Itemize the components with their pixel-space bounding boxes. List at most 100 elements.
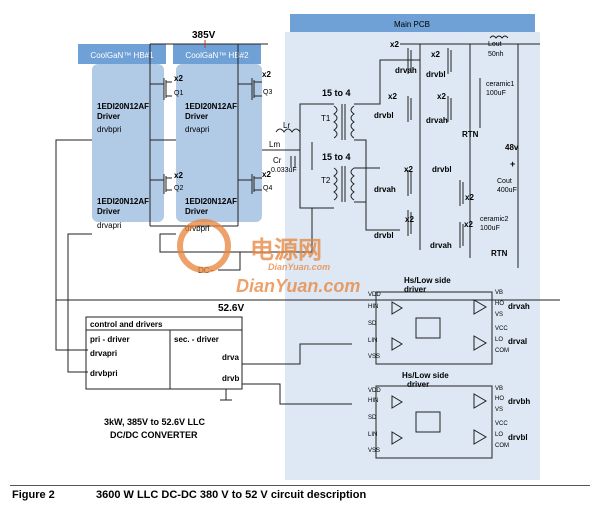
sr7-drvbl: drvbl — [374, 231, 394, 240]
hsls1-pin-vcc: VCC — [495, 326, 508, 332]
t2-primary — [333, 167, 338, 201]
dc-minus-wire — [218, 252, 241, 271]
ctrl-drvb: drvb — [222, 374, 239, 383]
hsls1-pin-vs: VS — [495, 312, 503, 318]
ceramic2-value: 100uF — [480, 225, 500, 232]
ceramic2-label: ceramic2 — [480, 216, 509, 223]
hb2-title: CoolGaN™ HB#2 — [185, 51, 249, 60]
cr-label: Cr — [273, 156, 282, 165]
hsls1-chip — [375, 291, 493, 365]
hsls2-pin-sd: SD — [368, 415, 377, 421]
voltage-in-label: 385V — [192, 30, 216, 41]
sr7-x2: x2 — [405, 215, 414, 224]
hb1-module — [92, 64, 164, 222]
hsls2-pin-vb: VB — [495, 386, 503, 392]
hsls1-drvah: drvah — [508, 302, 530, 311]
lm-label: Lm — [269, 140, 280, 149]
hsls1-out2 — [473, 335, 487, 351]
hsls1-pin-vdd: VDD — [368, 292, 381, 298]
q4-mosfet — [238, 174, 262, 194]
hsls2-out2 — [473, 429, 487, 445]
figure-number: Figure 2 — [12, 489, 55, 501]
t2-label: T2 — [321, 176, 331, 185]
t1-secondary — [350, 105, 355, 139]
drvapri-wire — [67, 233, 92, 373]
control-title: control and drivers — [90, 320, 163, 329]
hsls2-pin-hin: HIN — [368, 398, 378, 404]
hsls1-buf2 — [391, 337, 403, 351]
hsls1-drval: drval — [508, 337, 527, 346]
t2-ratio: 15 to 4 — [322, 152, 351, 162]
q1-x2: x2 — [174, 74, 183, 83]
sr3-x2: x2 — [388, 92, 397, 101]
rtn-upper: RTN — [462, 130, 479, 139]
sr1-x2: x2 — [390, 40, 399, 49]
lout-label: Lout — [488, 41, 502, 48]
hsls2-pin-com: COM — [495, 443, 509, 449]
hsls2-pin-ho: HO — [495, 396, 504, 402]
t1-pri-wire — [299, 103, 334, 150]
q2-mosfet — [150, 174, 172, 194]
sr5-x2: x2 — [404, 165, 413, 174]
sr1-drvah: drvah — [395, 66, 417, 75]
t1-ratio: 15 to 4 — [322, 88, 351, 98]
watermark-logo — [177, 219, 231, 273]
q2-x2: x2 — [174, 171, 183, 180]
ceramic1-label: ceramic1 — [486, 81, 515, 88]
hsls1-title: Hs/Low side — [404, 276, 451, 285]
hsls2-buf2 — [391, 431, 403, 445]
plus-label: + — [510, 159, 515, 169]
q3-x2: x2 — [262, 70, 271, 79]
hb2-drvbpri: drvbpri — [185, 224, 210, 233]
hb1-driver-bot-chip: 1EDI20N12AF — [97, 197, 149, 206]
figure-caption: Figure 2 3600 W LLC DC-DC 380 V to 52 V … — [10, 487, 590, 507]
hsls2-pin-lin: LIN — [368, 432, 377, 438]
hsls2-pin-lo: LO — [495, 432, 503, 438]
hsls2-pin-vss: VSS — [368, 448, 380, 454]
figure-text: 3600 W LLC DC-DC 380 V to 52 V circuit d… — [96, 489, 367, 501]
hsls1-pin-lin: LIN — [368, 338, 377, 344]
hb1-driver-bot-word: Driver — [97, 207, 120, 216]
hb2-driver-top-word: Driver — [185, 112, 208, 121]
rtn-lower: RTN — [491, 249, 508, 258]
sr5-drvah: drvah — [374, 185, 396, 194]
hb1-title: CoolGaN™ HB#1 — [90, 51, 154, 60]
hsls1-pin-vss: VSS — [368, 354, 380, 360]
hsls1-pin-lo: LO — [495, 337, 503, 343]
t1-primary — [333, 105, 338, 139]
drvbpri-wire — [55, 139, 92, 351]
q1-label: Q1 — [174, 90, 183, 97]
t2-secondary — [350, 167, 355, 201]
hb1-drvapri: drvapri — [97, 221, 122, 230]
hsls2-out1 — [473, 393, 487, 409]
sr-switches — [354, 44, 471, 258]
pri-driver-label: pri - driver — [90, 335, 130, 344]
hsls2-pin-vs: VS — [495, 407, 503, 413]
hb2-module — [176, 64, 262, 222]
hb1-driver-top-chip: 1EDI20N12AF — [97, 102, 149, 111]
sr4-x2: x2 — [437, 92, 446, 101]
hb2-driver-top-chip: 1EDI20N12AF — [185, 102, 237, 111]
hsls1-pin-vb: VB — [495, 290, 503, 296]
hsls1-core — [415, 317, 441, 339]
hsls2-pin-vcc: VCC — [495, 421, 508, 427]
voltage-out-label: 52.6V — [218, 303, 244, 314]
caption-rule — [10, 485, 590, 486]
hb2-driver-bot-word: Driver — [185, 207, 208, 216]
t1-label: T1 — [321, 114, 331, 123]
hb2-drvapri: drvapri — [185, 125, 210, 134]
sr3-drvbl: drvbl — [374, 111, 394, 120]
hsls2-pin-vdd: VDD — [368, 388, 381, 394]
q3-mosfet — [238, 78, 262, 100]
q2-label: Q2 — [174, 185, 183, 192]
q1-mosfet — [150, 78, 172, 100]
v48-label: 48v — [505, 143, 519, 152]
lout-inductor — [489, 35, 509, 39]
drvbpri-wire-bot — [159, 233, 240, 253]
hb2-driver-bot-chip: 1EDI20N12AF — [185, 197, 237, 206]
q4-label: Q4 — [263, 185, 272, 192]
ceramic1-value: 100uF — [486, 90, 506, 97]
pri-return-wire — [238, 208, 313, 253]
hsls1-pin-sd: SD — [368, 321, 377, 327]
cout-label: Cout — [497, 178, 512, 185]
